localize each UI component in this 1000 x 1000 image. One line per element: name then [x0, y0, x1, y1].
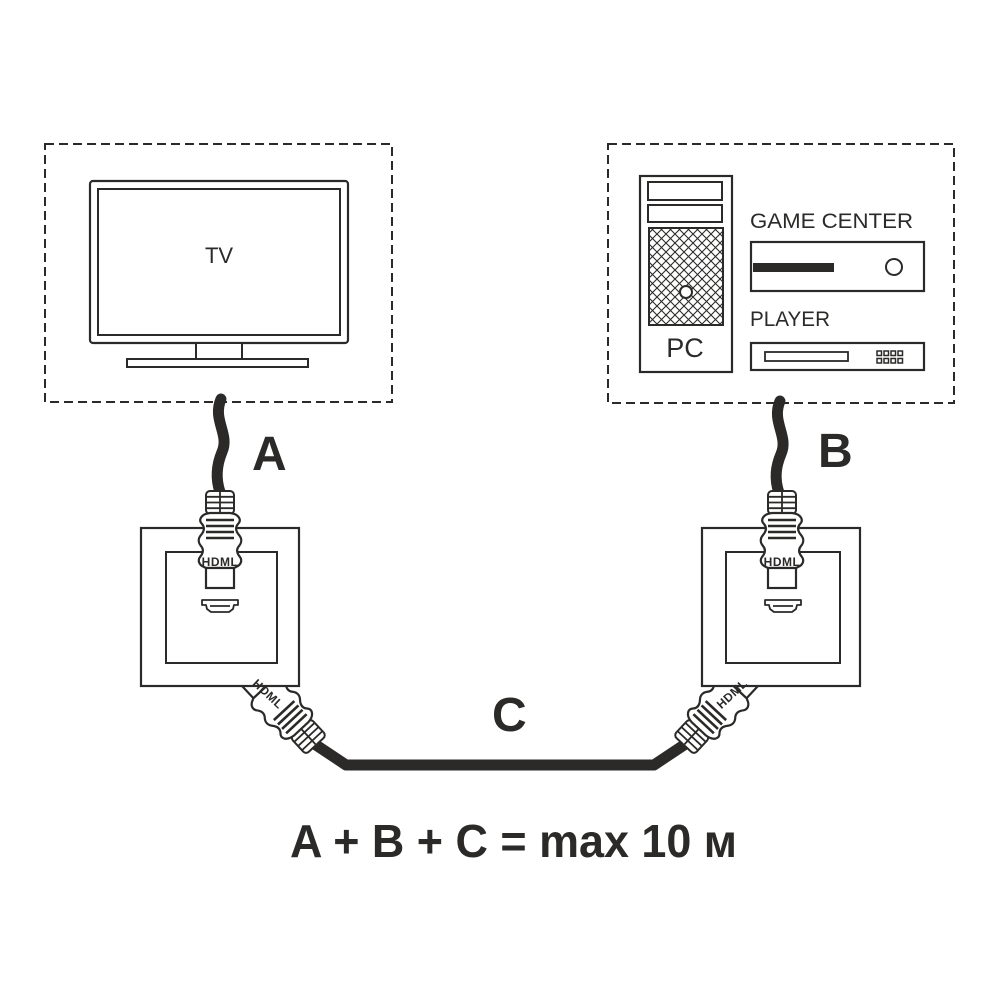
length-formula-text: A + B + C = max 10 м: [290, 815, 737, 867]
tv-stand-base: [126, 358, 309, 368]
pc-tower-icon: PC: [638, 174, 734, 374]
tv-zone: TV: [44, 143, 393, 403]
player-group: PLAYER: [749, 308, 926, 372]
pc-vent-grille: [648, 227, 724, 326]
tv-screen: [97, 188, 341, 336]
game-console-button: [885, 258, 903, 276]
pc-label: PC: [666, 333, 704, 363]
tv-stand-neck: [195, 342, 243, 360]
pc-power-button: [679, 285, 693, 299]
player-device-icon: [749, 341, 926, 372]
hdmi-plug-top-left: [197, 489, 243, 590]
pc-drive-bay-1: [647, 181, 723, 201]
hdmi-plug-top-left-label: HDML: [202, 555, 239, 569]
game-console-icon: [749, 240, 926, 293]
game-center-group: GAME CENTER: [749, 210, 926, 293]
cable-b-label: B: [818, 425, 853, 478]
source-zone: PC GAME CENTER PLAYER: [607, 143, 955, 404]
hdmi-plug-top-right-label: HDML: [764, 555, 801, 569]
cable-b: [770, 395, 789, 499]
hdmi-port-icon-right: [764, 599, 802, 613]
hdmi-port-icon-left: [201, 599, 239, 613]
cable-a: [211, 393, 230, 498]
player-buttons: [876, 350, 904, 364]
cable-c: [310, 739, 690, 771]
cable-c-label: C: [492, 689, 527, 742]
player-disc-tray: [764, 351, 849, 362]
cable-a-label: A: [252, 428, 287, 481]
pc-drive-bay-2: [647, 204, 723, 223]
player-label: PLAYER: [750, 308, 830, 331]
tv-label: TV: [205, 243, 233, 268]
hdmi-plug-top-right: [759, 489, 805, 590]
game-console-slot: [753, 263, 834, 272]
game-center-label: GAME CENTER: [750, 210, 913, 233]
tv-icon: TV: [88, 179, 350, 368]
